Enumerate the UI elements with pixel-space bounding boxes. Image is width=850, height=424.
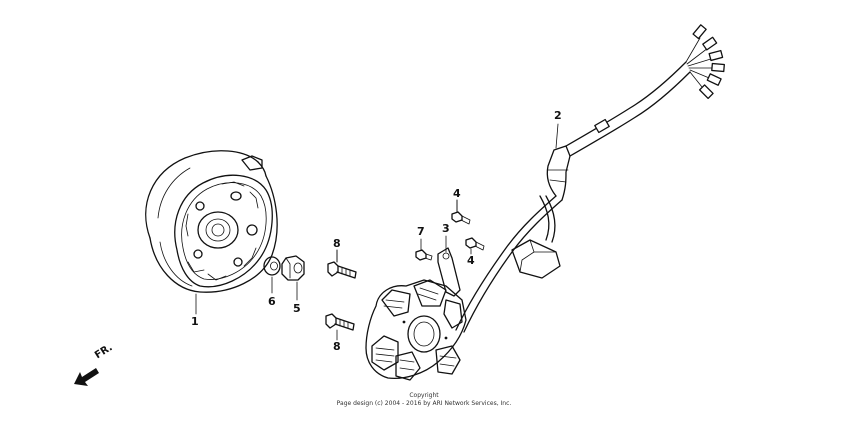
callout-6: 6 xyxy=(268,295,276,308)
setting-plate-part[interactable] xyxy=(437,235,461,297)
callout-1: 1 xyxy=(191,315,199,328)
callout-3: 3 xyxy=(442,222,450,235)
front-direction-arrow-icon xyxy=(74,368,99,386)
callout-8-upper: 8 xyxy=(333,237,341,250)
screw-top-part[interactable] xyxy=(451,199,471,225)
callout-4-top: 4 xyxy=(453,187,461,200)
screw-small-part[interactable] xyxy=(415,238,433,261)
flywheel-part[interactable] xyxy=(145,150,278,315)
callout-5: 5 xyxy=(293,302,301,315)
washer-part[interactable] xyxy=(263,256,281,294)
callout-2: 2 xyxy=(554,109,562,122)
harness-part[interactable] xyxy=(455,24,725,333)
screw-right-part[interactable] xyxy=(465,237,485,255)
callout-8-lower: 8 xyxy=(333,340,341,353)
stator-part[interactable] xyxy=(365,279,467,381)
callout-7: 7 xyxy=(417,225,425,238)
flange-nut-part[interactable] xyxy=(281,255,305,301)
copyright-line-1: Copyright xyxy=(409,392,439,399)
bolt-lower-part[interactable] xyxy=(325,313,355,341)
copyright-notice: Copyright Page design (c) 2004 - 2016 by… xyxy=(0,392,850,408)
copyright-line-2: Page design (c) 2004 - 2016 by ARI Netwo… xyxy=(336,400,512,407)
callout-4-right: 4 xyxy=(467,254,475,267)
bolt-upper-part[interactable] xyxy=(327,249,357,279)
